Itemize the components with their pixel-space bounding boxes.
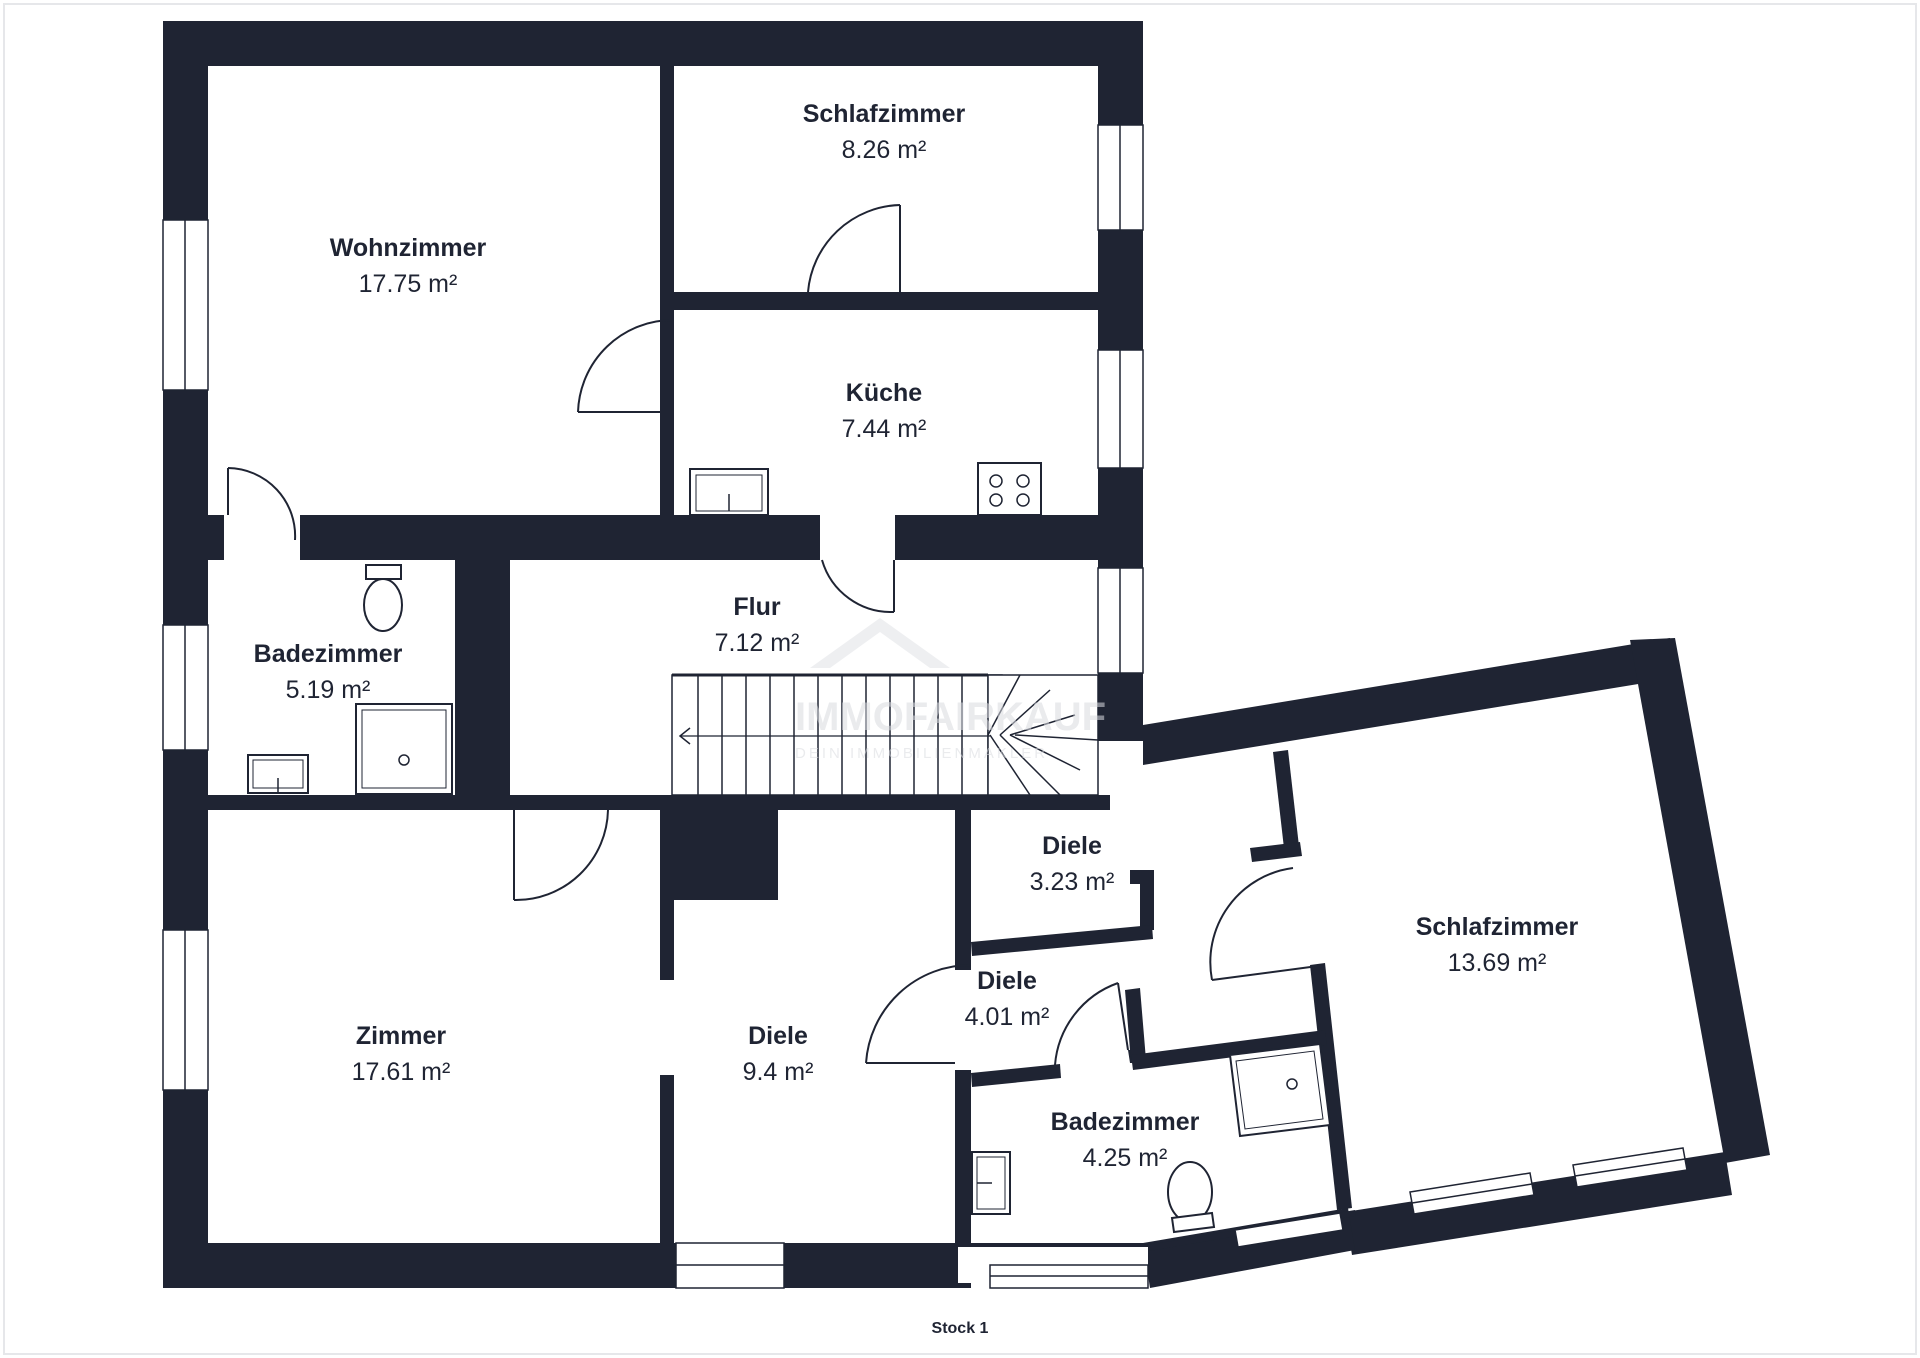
door-bad2 (1054, 982, 1119, 1066)
room-name-schlafzimmer-1: Schlafzimmer (803, 100, 966, 128)
wall-schlaf2-stub (1250, 842, 1302, 862)
watermark-tagline: DEIN IMMOBILIENMAKLER (795, 745, 1048, 762)
watermark-brand: IMMOFAIRKAUF (795, 695, 1106, 739)
door-wohnzimmer (577, 318, 675, 413)
room-area-badezimmer-1: 5.19 m² (286, 676, 371, 704)
wall-flur-bottom (510, 795, 1110, 810)
wall-upper-horizontal-c (208, 515, 224, 560)
room-name-schlafzimmer-2: Schlafzimmer (1416, 913, 1579, 941)
floor-label: Stock 1 (932, 1320, 989, 1337)
room-name-badezimmer-1: Badezimmer (254, 640, 403, 668)
wall-upper-horizontal-a (300, 515, 820, 560)
room-area-schlafzimmer-2: 13.69 m² (1448, 949, 1547, 977)
toilet-bad2-tank (1170, 1211, 1216, 1234)
wall-diele2-stub (1130, 870, 1154, 884)
door-schlafzimmer1 (807, 204, 901, 293)
toilet-bad1-tank (365, 564, 402, 580)
wall-diele-right-lower (955, 1070, 971, 1288)
fixtures (247, 462, 1332, 1234)
shower-bad2 (1228, 1042, 1332, 1138)
room-area-diele-2: 3.23 m² (1030, 868, 1115, 896)
wall-bad2-top-right (1131, 1030, 1327, 1070)
room-area-flur: 7.12 m² (715, 629, 800, 657)
wall-bad2-right-upper (1125, 988, 1146, 1062)
wall-top (163, 21, 1143, 66)
room-name-diele-3: Diele (977, 967, 1037, 995)
stove (977, 462, 1042, 516)
doors (227, 204, 1319, 1066)
watermark-logo: IMMOFAIRKAUF DEIN IMMOBILIENMAKLER (795, 618, 1106, 762)
room-labels: Wohnzimmer 17.75 m² Schlafzimmer 8.26 m²… (254, 100, 1579, 1337)
room-area-badezimmer-2: 4.25 m² (1083, 1144, 1168, 1172)
room-name-diele-1: Diele (748, 1022, 808, 1050)
room-name-kueche: Küche (846, 379, 923, 407)
wall-bad-zimmer (208, 795, 510, 810)
wall-schlaf2-left-upper (1273, 750, 1300, 857)
wall-bad2-top (971, 1064, 1061, 1087)
room-area-diele-3: 4.01 m² (965, 1003, 1050, 1031)
toilet-bad1 (363, 578, 403, 632)
wall-wohn-kueche (660, 66, 674, 516)
room-name-wohnzimmer: Wohnzimmer (330, 234, 487, 262)
window-bad2-angled (1234, 1212, 1344, 1248)
room-area-schlafzimmer-1: 8.26 m² (842, 136, 927, 164)
wall-diele2-right (1140, 870, 1154, 930)
room-area-diele-1: 9.4 m² (743, 1058, 814, 1086)
room-name-flur: Flur (733, 593, 780, 621)
wall-diele-right-upper (955, 810, 971, 970)
wall-wing-right (1630, 638, 1770, 1163)
wall-wing-bottom-seg (958, 1243, 1148, 1247)
door-schlafzimmer2 (1209, 867, 1294, 981)
room-name-badezimmer-2: Badezimmer (1051, 1108, 1200, 1136)
frame-border (3, 3, 1917, 1355)
room-name-diele-2: Diele (1042, 832, 1102, 860)
door-zimmer (513, 809, 609, 902)
wall-chimney (660, 810, 778, 900)
wall-wing-top (1143, 638, 1675, 765)
room-area-zimmer: 17.61 m² (352, 1058, 451, 1086)
door-bad1 (227, 467, 297, 541)
wall-bad-flur (455, 560, 510, 810)
wall-upper-horizontal-b (895, 515, 1098, 560)
room-area-kueche: 7.44 m² (842, 415, 927, 443)
room-name-zimmer: Zimmer (356, 1022, 447, 1050)
wall-schlaf2-left-lower (1310, 963, 1352, 1210)
wall-schlaf-kueche (674, 292, 1098, 310)
wall-zimmer-diele-upper (660, 810, 674, 980)
shower-bad1 (355, 703, 453, 795)
stairs-straight (671, 674, 1003, 796)
stairs (671, 673, 1099, 796)
room-area-wohnzimmer: 17.75 m² (359, 270, 458, 298)
windows (162, 124, 1688, 1289)
door-diele3 (865, 963, 972, 1064)
wall-diele2-bottom (971, 925, 1153, 956)
door-kueche (821, 559, 895, 614)
wall-zimmer-diele-lower (660, 1075, 674, 1243)
wall-bottom-left (163, 1243, 958, 1288)
